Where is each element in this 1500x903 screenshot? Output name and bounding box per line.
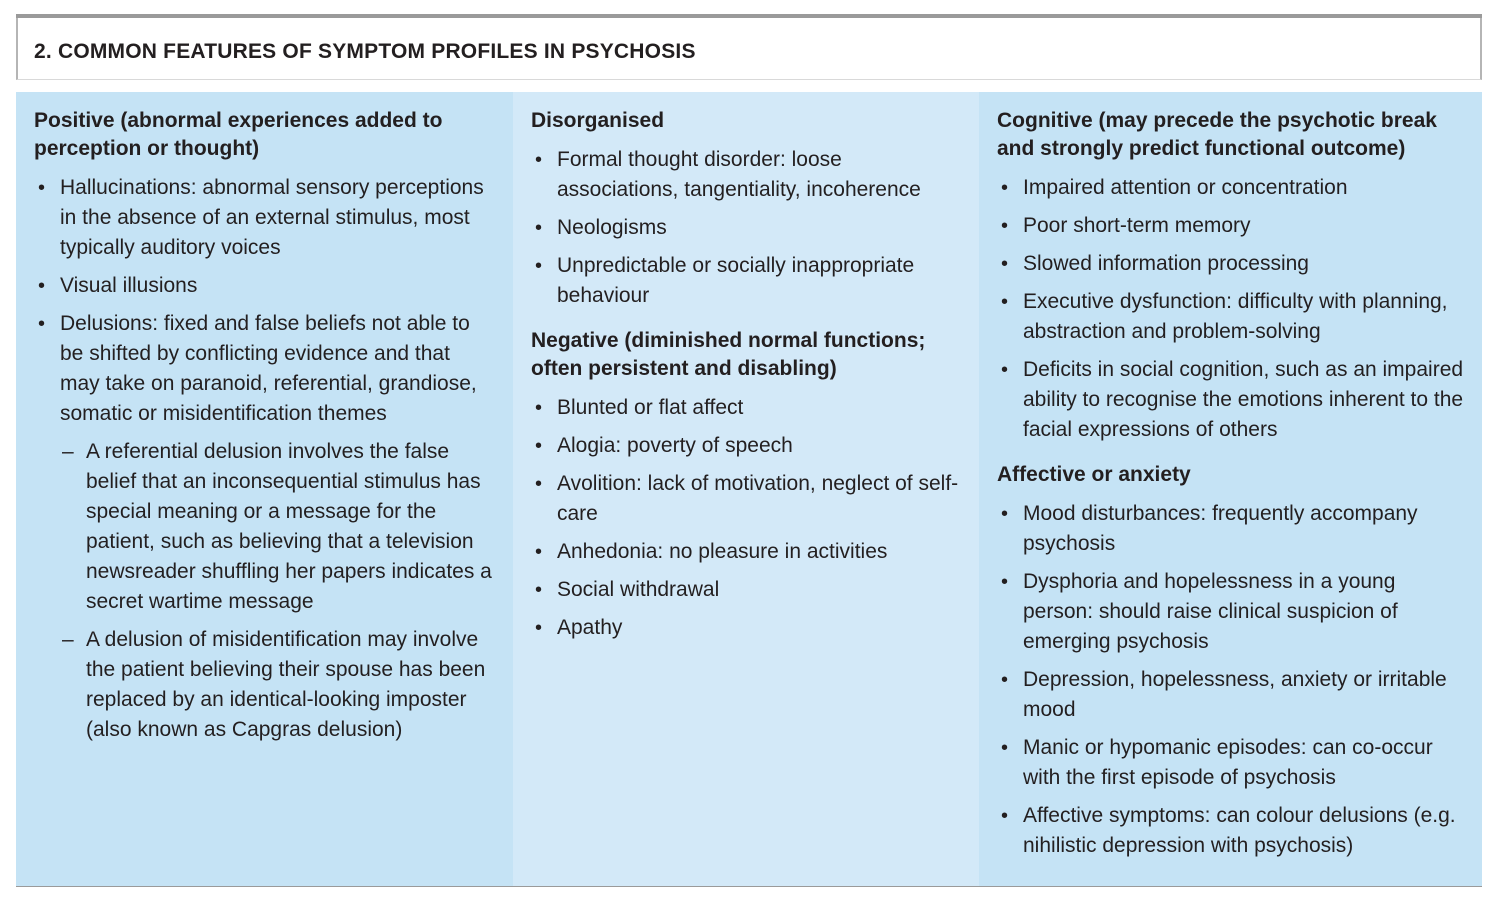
list-item-text: Executive dysfunction: difficulty with p… <box>1023 290 1448 343</box>
list-item: • Slowed information processing <box>997 249 1464 279</box>
list-item: • Affective symptoms: can colour delusion… <box>997 801 1464 861</box>
section-heading-positive: Positive (abnormal experiences added to … <box>34 109 443 160</box>
bullet-icon: • <box>535 255 543 277</box>
list-cognitive: • Impaired attention or concentration • Po… <box>997 173 1464 445</box>
list-item: • Formal thought disorder: loose associat… <box>531 145 961 205</box>
list-item: • Avolition: lack of motivation, neglect … <box>531 469 961 529</box>
column-cognitive-affective: Cognitive (may precede the psychotic bre… <box>979 92 1482 886</box>
list-item: • Depression, hopelessness, anxiety or ir… <box>997 665 1464 725</box>
list-item-text: Visual illusions <box>60 274 198 297</box>
list-item-text: Avolition: lack of motivation, neglect o… <box>557 472 959 525</box>
list-item-text: Affective symptoms: can colour delusions… <box>1023 804 1456 857</box>
list-item-text: Deficits in social cognition, such as an… <box>1023 358 1464 441</box>
list-item: • Poor short-term memory <box>997 211 1464 241</box>
list-item: • Blunted or flat affect <box>531 393 961 423</box>
bullet-icon: • <box>1001 737 1009 759</box>
list-item: • Anhedonia: no pleasure in activities <box>531 537 961 567</box>
list-item-text: Hallucinations: abnormal sensory percept… <box>60 176 484 259</box>
list-item-text: Blunted or flat affect <box>557 396 744 419</box>
bullet-icon: • <box>1001 669 1009 691</box>
bullet-icon: • <box>535 617 543 639</box>
bullet-icon: • <box>38 313 46 335</box>
bullet-icon: • <box>535 397 543 419</box>
bullet-icon: • <box>1001 177 1009 199</box>
list-item-text: Slowed information processing <box>1023 252 1309 275</box>
bullet-icon: • <box>1001 805 1009 827</box>
list-affective: • Mood disturbances: frequently accompany… <box>997 499 1464 861</box>
dash-icon: – <box>62 440 74 463</box>
sublist-item: –A referential delusion involves the fal… <box>60 437 495 617</box>
list-item-text: Alogia: poverty of speech <box>557 434 793 457</box>
list-item: • Social withdrawal <box>531 575 961 605</box>
list-item-text: Unpredictable or socially inappropriate … <box>557 254 915 307</box>
list-item: • Unpredictable or socially inappropriate… <box>531 251 961 311</box>
list-positive: • Hallucinations: abnormal sensory percep… <box>34 173 495 745</box>
columns: Positive (abnormal experiences added to … <box>16 92 1482 886</box>
list-item: • Deficits in social cognition, such as a… <box>997 355 1464 445</box>
list-item: • Apathy <box>531 613 961 643</box>
bullet-icon: • <box>38 177 46 199</box>
dash-icon: – <box>62 628 74 651</box>
section-heading-disorganised: Disorganised <box>531 109 665 132</box>
list-item: • Visual illusions <box>34 271 495 301</box>
list-item-text: Apathy <box>557 616 623 639</box>
column-positive: Positive (abnormal experiences added to … <box>16 92 513 886</box>
bullet-icon: • <box>1001 215 1009 237</box>
list-item: • Alogia: poverty of speech <box>531 431 961 461</box>
list-item-text: Depression, hopelessness, anxiety or irr… <box>1023 668 1447 721</box>
title-bar: 2. COMMON FEATURES OF SYMPTOM PROFILES I… <box>16 18 1482 80</box>
bullet-icon: • <box>535 541 543 563</box>
list-item-text: Neologisms <box>557 216 667 239</box>
symptom-profiles-box: 2. COMMON FEATURES OF SYMPTOM PROFILES I… <box>16 14 1482 887</box>
bullet-icon: • <box>1001 359 1009 381</box>
list-item: • Impaired attention or concentration <box>997 173 1464 203</box>
list-item-text: Formal thought disorder: loose associati… <box>557 148 921 201</box>
list-item-text: Poor short-term memory <box>1023 214 1251 237</box>
list-item: • Mood disturbances: frequently accompany… <box>997 499 1464 559</box>
bullet-icon: • <box>1001 503 1009 525</box>
section-heading-cognitive: Cognitive (may precede the psychotic bre… <box>997 109 1437 160</box>
list-item: • Delusions: fixed and false beliefs not … <box>34 309 495 745</box>
list-item-text: Mood disturbances: frequently accompany … <box>1023 502 1418 555</box>
list-negative: • Blunted or flat affect • Alogia: poverty… <box>531 393 961 643</box>
bullet-icon: • <box>535 217 543 239</box>
bullet-icon: • <box>535 473 543 495</box>
sublist-delusion-types: –A referential delusion involves the fal… <box>60 437 495 745</box>
bullet-icon: • <box>1001 291 1009 313</box>
bullet-icon: • <box>535 435 543 457</box>
bullet-icon: • <box>38 275 46 297</box>
list-item: • Hallucinations: abnormal sensory percep… <box>34 173 495 263</box>
list-item: • Manic or hypomanic episodes: can co-occ… <box>997 733 1464 793</box>
bullet-icon: • <box>535 579 543 601</box>
bullet-icon: • <box>1001 571 1009 593</box>
column-disorganised-negative: Disorganised • Formal thought disorder: l… <box>513 92 979 886</box>
list-disorganised: • Formal thought disorder: loose associat… <box>531 145 961 311</box>
box-title: 2. COMMON FEATURES OF SYMPTOM PROFILES I… <box>34 40 696 63</box>
bullet-icon: • <box>1001 253 1009 275</box>
list-item: • Executive dysfunction: difficulty with … <box>997 287 1464 347</box>
list-item-text: Manic or hypomanic episodes: can co-occu… <box>1023 736 1433 789</box>
section-heading-affective: Affective or anxiety <box>997 463 1191 486</box>
list-item-text: Anhedonia: no pleasure in activities <box>557 540 888 563</box>
sublist-item-text: A referential delusion involves the fals… <box>86 440 492 613</box>
list-item-text: Dysphoria and hopelessness in a young pe… <box>1023 570 1398 653</box>
list-item-text: Social withdrawal <box>557 578 720 601</box>
list-item-text: Delusions: fixed and false beliefs not a… <box>60 312 477 425</box>
list-item: • Dysphoria and hopelessness in a young p… <box>997 567 1464 657</box>
list-item: • Neologisms <box>531 213 961 243</box>
sublist-item-text: A delusion of misidentification may invo… <box>86 628 486 741</box>
section-heading-negative: Negative (diminished normal functions; o… <box>531 329 926 380</box>
list-item-text: Impaired attention or concentration <box>1023 176 1348 199</box>
sublist-item: –A delusion of misidentification may inv… <box>60 625 495 745</box>
bullet-icon: • <box>535 149 543 171</box>
